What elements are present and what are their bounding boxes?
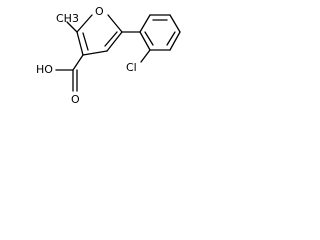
double-bond-ph-b: [166, 31, 176, 46]
bond-c2-methyl: [66, 21, 78, 33]
double-bond-c4-c5: [104, 31, 118, 47]
bond-c2-o1: [76, 14, 93, 33]
carbonyl-oxygen-label: O: [71, 93, 80, 106]
benzene-ring: [139, 14, 181, 51]
chemical-structure-diagram: O CH3 HO O Cl: [36, 5, 181, 106]
bond-c3-carboxyl: [72, 54, 84, 71]
ring-oxygen-label: O: [95, 5, 104, 18]
bond-c5-c4: [106, 31, 123, 52]
bond-c4-c3: [82, 50, 108, 56]
methyl-label: CH3: [56, 12, 79, 25]
bond-o1-c5: [107, 14, 123, 33]
chlorine-label: Cl: [126, 61, 137, 74]
furan-ring: [76, 14, 123, 56]
double-bond-c2-c3: [82, 32, 89, 51]
bond-ph-4-5: [169, 31, 181, 51]
double-bond-ph-c: [144, 31, 154, 46]
bond-ph-6-1: [139, 31, 151, 51]
carboxylic-acid-group: [55, 54, 84, 92]
bond-ph-1-2: [139, 14, 151, 33]
bond-ph-3-4: [169, 14, 181, 33]
bond-c3-c2: [76, 31, 84, 56]
hydroxyl-label: HO: [36, 63, 53, 76]
bond-phenyl-cl: [140, 49, 151, 63]
